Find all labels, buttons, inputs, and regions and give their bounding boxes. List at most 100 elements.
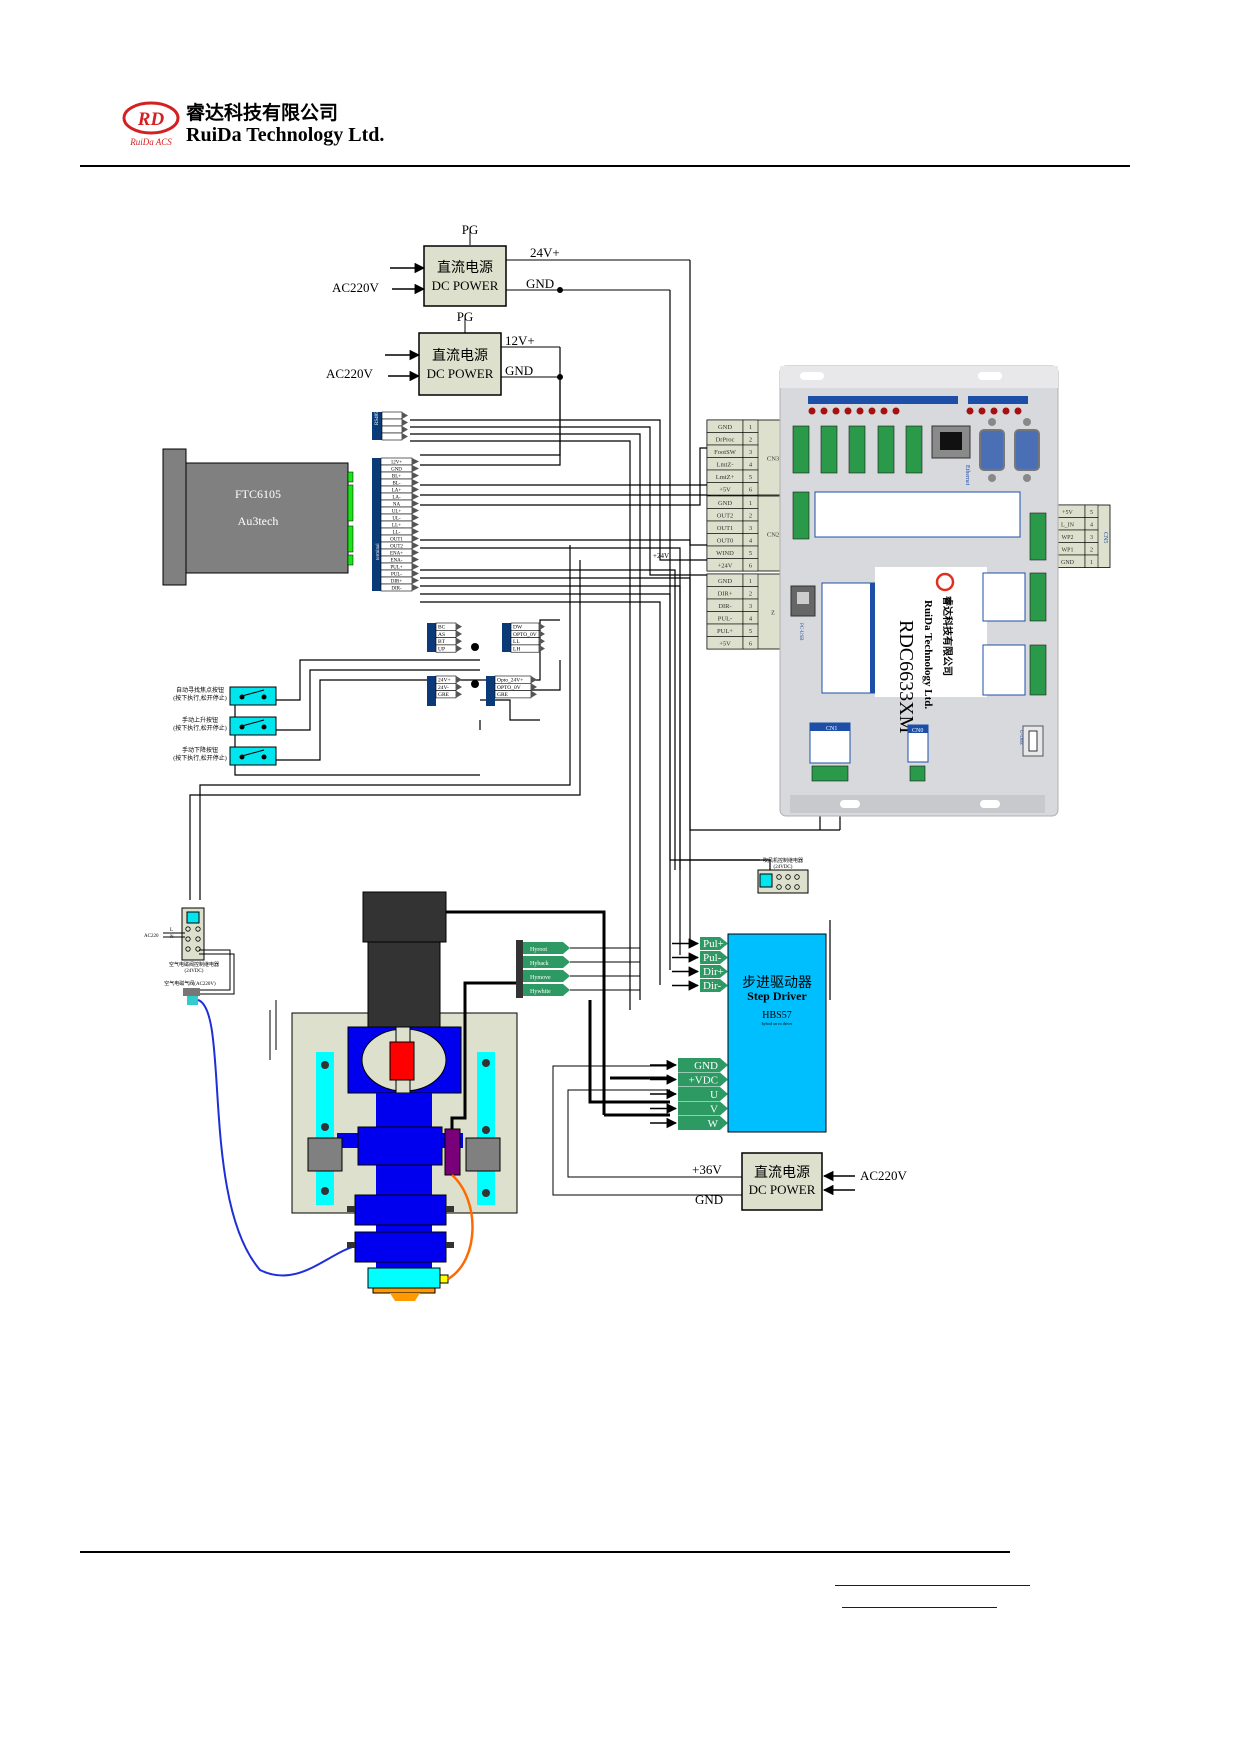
pin-number-label: 5	[749, 474, 752, 481]
gas-relay-title: 空气电磁阀控制继电器	[169, 961, 219, 968]
logo-subtext: RuiDa ACS	[129, 137, 172, 147]
terminal-pin-label: ENA-	[391, 559, 403, 564]
footer-link-1[interactable]	[835, 1585, 1030, 1586]
relay-b-left-pin-label: 24V-	[438, 685, 449, 691]
company-logo: RD RuiDa ACS	[120, 98, 182, 148]
relay-a-left-pin-label: UP	[438, 646, 445, 652]
driver-signal-pin-label: Dir+	[703, 966, 724, 978]
terminal-pin-label: LL+	[392, 524, 401, 529]
pin-number-label: 4	[749, 616, 753, 623]
controller-model-label: RDC6633XM	[895, 620, 917, 734]
pin-signal-label: WP1	[1062, 548, 1074, 554]
switch-contact	[261, 754, 267, 760]
pushbutton-switch	[229, 716, 277, 736]
pin-signal-label: WIND	[716, 550, 734, 557]
driver-power-pin-label: W	[708, 1118, 719, 1130]
terminal-pin-arrow	[412, 465, 419, 472]
terminal-pin-arrow	[412, 493, 419, 500]
relay-a-right-pin-arrow	[539, 644, 545, 653]
switch-lever	[241, 749, 265, 757]
switch-contact	[261, 694, 267, 700]
step-driver: 步进驱动器 Step Driver HBS57 hybrid servo dri…	[727, 933, 827, 1133]
pin-number-label: 1	[749, 500, 752, 507]
driver-power-pin-label: U	[710, 1089, 718, 1101]
relay-a-right-pin-label: DW	[513, 625, 523, 631]
pin-number-label: 6	[749, 563, 753, 570]
sensor-pin-shape	[523, 956, 570, 968]
relay-b-right-pin-label: GRE	[497, 692, 509, 698]
relay-a-left-pin-label: AS	[438, 632, 445, 638]
sensor-pin-shape	[523, 970, 570, 982]
terminal-pin-label: LL-	[393, 531, 401, 536]
pin-number-label: 3	[749, 603, 752, 610]
pin-number-label: 2	[1090, 548, 1093, 554]
pin-signal-label: DIR+	[718, 591, 733, 598]
relay-a-left-pin-arrow	[456, 644, 462, 653]
psu-24v-out-gnd-label: GND	[526, 276, 554, 291]
terminal-pin-arrow	[412, 570, 419, 577]
relay-b-right-pin-label: Opto_24V+	[497, 678, 523, 684]
driver-signal-pin-label: Dir-	[703, 980, 721, 992]
pin-signal-label: GND	[1061, 560, 1075, 566]
controller-brand-en: RuiDa Technology Ltd.	[922, 600, 934, 709]
psu-36v-title-cn: 直流电源	[754, 1164, 810, 1181]
terminal-pin-arrow	[412, 521, 419, 528]
psu-24v-out-pos-label: 24V+	[530, 245, 560, 260]
plus24-label: +24V	[653, 552, 669, 560]
sensor-pin-label: Hywhite	[530, 989, 551, 995]
pin-signal-label: L_IN	[1061, 523, 1075, 529]
terminal-pin-label: UL+	[392, 510, 402, 515]
logo-text: RD	[137, 109, 165, 130]
pin-table-name: Z	[771, 610, 775, 617]
button-note: (按下执行,松开停止)	[173, 694, 227, 702]
psu-36v-title-en: DC POWER	[749, 1182, 816, 1197]
gas-relay-l-label: L	[170, 928, 173, 933]
psu-12v: PG 直流电源 DC POWER AC220V 12V+ GND	[326, 309, 560, 396]
psu-12v-input-label: AC220V	[326, 366, 374, 381]
pin-signal-label: OUT1	[717, 525, 734, 532]
relay-a-left-pin-arrow	[456, 623, 462, 631]
sensor-pin-label: Hyback	[530, 961, 549, 967]
rs485-label: RS485	[375, 411, 380, 425]
udisk-label: U-Disk	[1018, 730, 1023, 745]
pin-number-label: 2	[749, 513, 752, 520]
driver-signal-pin-shape	[700, 979, 728, 992]
button-title: 手动上升按钮	[182, 716, 218, 724]
pin-number-label: 1	[749, 424, 752, 431]
psu-12v-title-cn: 直流电源	[432, 347, 488, 364]
pin-table-name: CN2	[767, 532, 779, 539]
gas-relay-n-label: N	[170, 935, 174, 940]
pin-table-num-cell	[742, 636, 759, 650]
button-title: 手动下降按钮	[182, 746, 218, 754]
pin-signal-label: LmtZ-	[717, 462, 734, 469]
relay-a-right-pin-label: OPTO_0V	[513, 632, 537, 638]
company-name-cn: 睿达科技有限公司	[186, 102, 339, 124]
terminal-pin-label: DIR+	[391, 580, 403, 585]
pin-signal-label: FootSW	[714, 449, 737, 456]
controller-board: Ethernet PC-USB LED1—LED13 RDC6633XM Rui…	[779, 365, 1059, 817]
relay-a-right-pin-label: LH	[513, 646, 520, 652]
psu-24v: PG 直流电源 DC POWER AC220V 24V+ GND	[332, 222, 690, 307]
gas-valve-relay: AC220 L N 空气电磁阀控制继电器 (24VDC) 空气电磁气阀(AC22…	[144, 907, 235, 1005]
sensor-pin-shape	[523, 984, 570, 996]
psu-12v-pg-label: PG	[457, 309, 474, 324]
footer-link-2[interactable]	[842, 1607, 997, 1608]
relay-b-left-pin-arrow	[456, 690, 462, 698]
pin-signal-label: DIR-	[718, 603, 731, 610]
footer-rule	[80, 1551, 1010, 1553]
laser-head-assembly	[269, 891, 606, 1301]
psu-24v-pg-label: PG	[462, 222, 479, 237]
height-controller-model: FTC6105	[235, 487, 281, 501]
pin-number-label: 4	[1090, 523, 1093, 529]
gas-relay-ac-label: AC220	[144, 934, 159, 939]
terminal-pin-arrow	[412, 479, 419, 486]
relay-a-left-pin-arrow	[456, 630, 462, 638]
terminal-pin-label: GND	[391, 468, 402, 473]
relay-a-right-pin-arrow	[539, 637, 545, 645]
pin-number-label: 4	[749, 462, 753, 469]
terminal-pin-label: LA+	[392, 489, 402, 494]
step-driver-subtitle: hybrid servo driver	[762, 1021, 793, 1026]
psu-36v: 直流电源 DC POWER AC220V +36V GND	[552, 1000, 908, 1211]
psu-24v-title-cn: 直流电源	[437, 259, 493, 276]
